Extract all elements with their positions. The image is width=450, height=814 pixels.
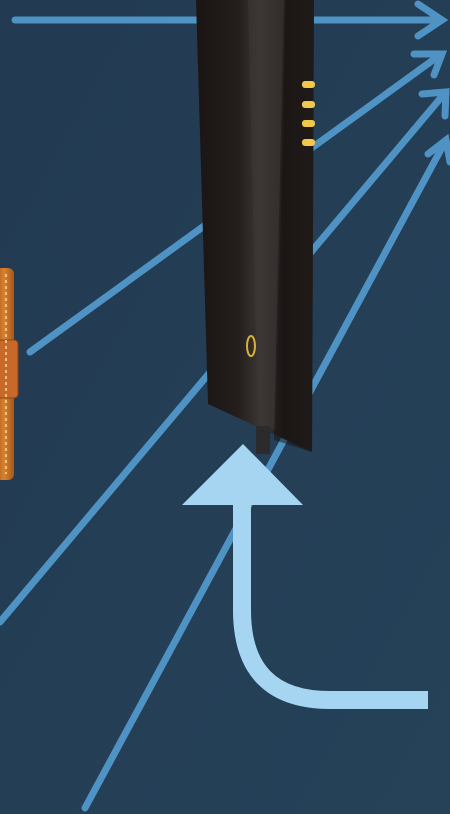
contact-pin: [302, 120, 315, 127]
contact-pin: [302, 81, 315, 88]
contact-pin: [302, 101, 315, 108]
connector-plug: [256, 426, 270, 454]
phone-device-image: [196, 0, 315, 454]
contact-pin: [302, 139, 315, 146]
